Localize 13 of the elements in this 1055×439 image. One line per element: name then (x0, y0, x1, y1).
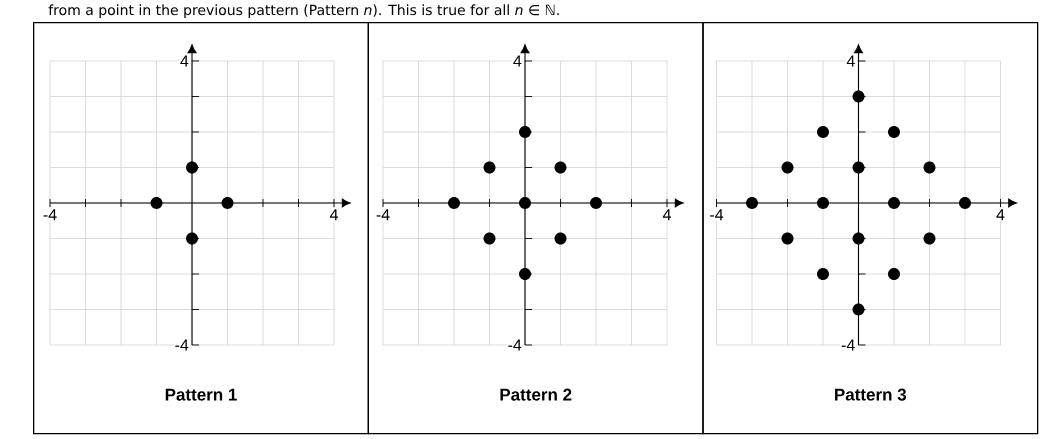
tick-label: -4 (840, 338, 857, 352)
tick-label: 4 (328, 208, 340, 222)
tick-label: 4 (661, 208, 673, 222)
tick-label: -4 (41, 208, 59, 222)
tick-label: -4 (173, 338, 190, 352)
tick-label: -4 (708, 208, 725, 222)
tick-label: 4 (178, 54, 190, 68)
tick-label: -4 (374, 208, 392, 222)
tick-label: 4 (845, 54, 857, 68)
note-text: from a point in the previous pattern (Pattern n). This is true for all n ∈ ℕ. (48, 4, 559, 18)
tick-label: 4 (511, 54, 523, 68)
tick-label: 4 (995, 208, 1006, 222)
tick-label: -4 (506, 338, 523, 352)
